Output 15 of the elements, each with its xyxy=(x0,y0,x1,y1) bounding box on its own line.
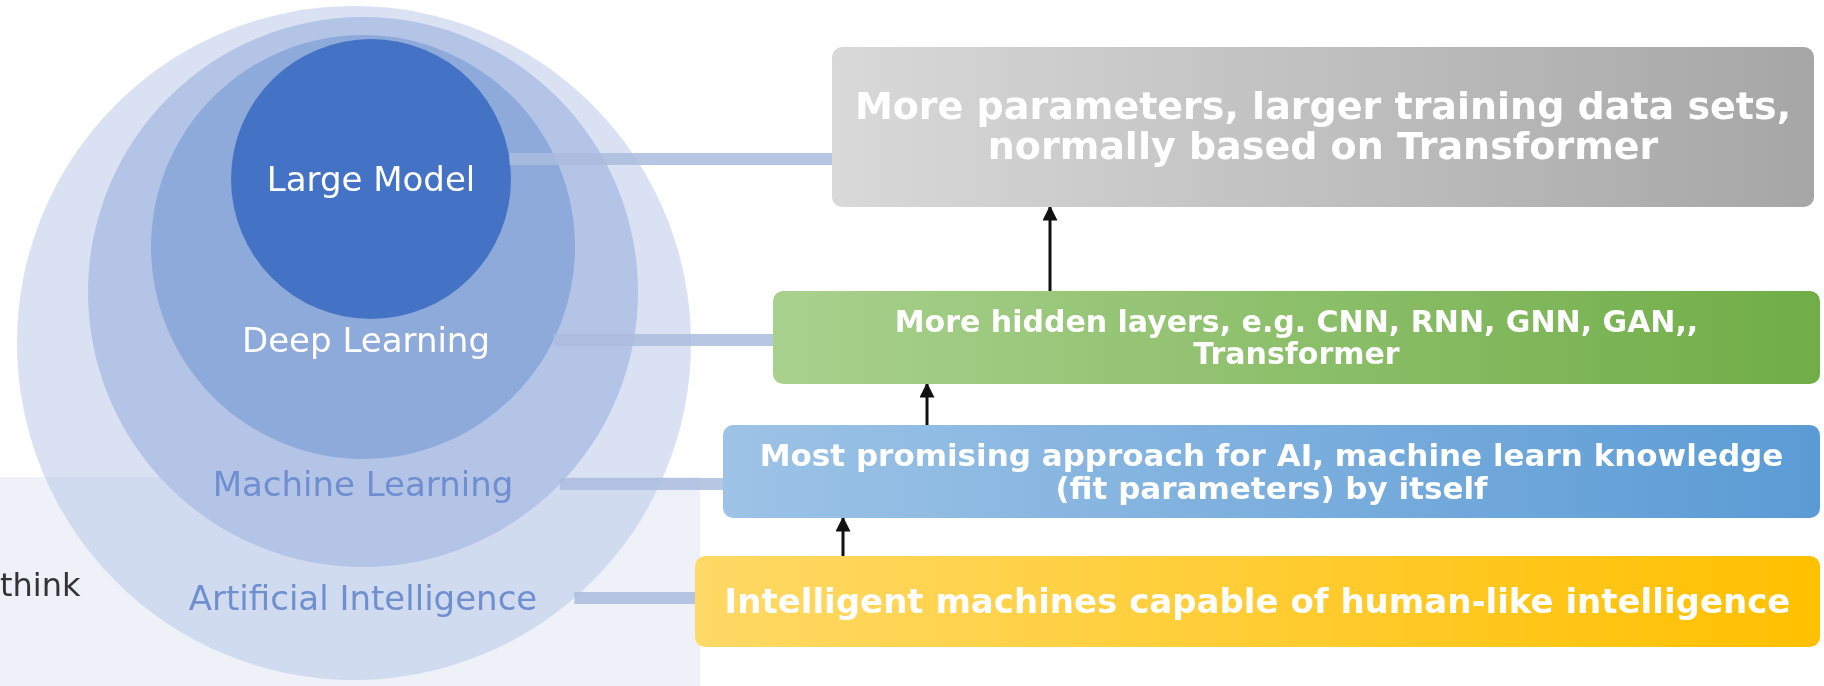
circle-label: Large Model xyxy=(266,159,476,199)
text-box: More hidden layers, e.g. CNN, RNN, GNN, GAN,, Transformer xyxy=(773,291,1820,384)
leader-line xyxy=(553,334,773,346)
text-box: Intelligent machines capable of human-like intelligence xyxy=(695,556,1820,647)
note-text: think xyxy=(0,566,81,604)
arrow xyxy=(919,382,935,425)
leader-line xyxy=(559,478,723,490)
circle-label: Deep Learning xyxy=(242,320,490,360)
circle-label: Artificial Intelligence xyxy=(188,578,538,618)
leader-line xyxy=(509,153,832,165)
text-box: Most promising approach for AI, machine learn knowledge (fit parameters) by itself xyxy=(723,425,1820,518)
arrow xyxy=(835,516,851,556)
circle-label: Machine Learning xyxy=(212,464,514,504)
arrow xyxy=(1042,205,1058,291)
leader-line xyxy=(574,592,695,604)
